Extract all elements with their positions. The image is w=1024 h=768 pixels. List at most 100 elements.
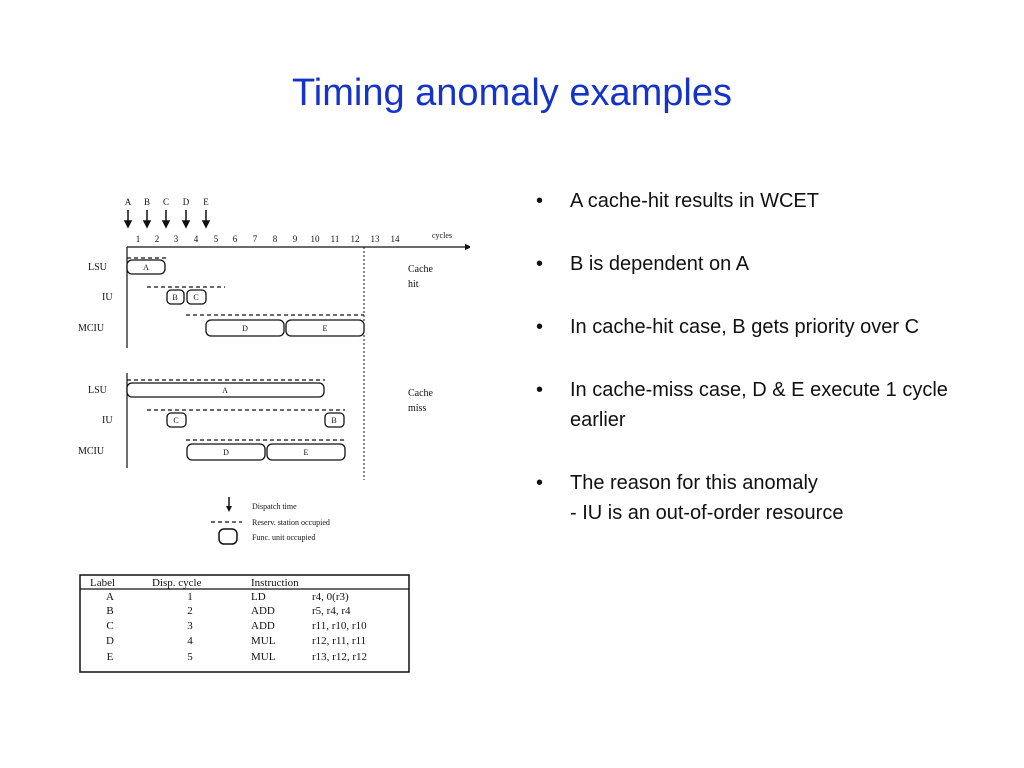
bullet-text: A cache-hit results in WCET xyxy=(570,190,819,212)
legend-dispatch-time: Dispatch time xyxy=(252,502,297,511)
bullet-dot-icon: • xyxy=(536,316,544,338)
dispatch-markers: A B C D E xyxy=(123,197,211,229)
table-header-instruction: Instruction xyxy=(251,577,299,589)
cell-opcode: LD xyxy=(251,591,266,603)
bullet-item: • The reason for this anomaly - IU is an… xyxy=(536,468,976,528)
bullet-list: • A cache-hit results in WCET • B is dep… xyxy=(536,186,976,561)
cache-miss-section: LSU IU MCIU A C B D E Cache miss xyxy=(78,379,434,461)
cell-opcode: ADD xyxy=(251,605,275,617)
table-row: C 3 ADD r11, r10, r10 xyxy=(106,620,367,632)
cache-hit-section: LSU IU MCIU A B C D E Cache hit xyxy=(78,257,434,337)
cycle-10: 10 xyxy=(311,234,321,244)
miss-mciu-box-d xyxy=(186,443,266,461)
cycle-8: 8 xyxy=(273,234,278,244)
legend-func-unit: Func. unit occupied xyxy=(252,533,315,542)
cycle-axis: 1 2 3 4 5 6 7 8 9 10 11 12 13 14 cycles xyxy=(127,231,470,250)
bullet-item: • A cache-hit results in WCET xyxy=(536,186,976,216)
hit-iu-box-b xyxy=(166,289,185,305)
bullet-text: In cache-miss case, D & E execute 1 cycl… xyxy=(570,379,948,431)
cell-operands: r13, r12, r12 xyxy=(312,651,367,663)
bullet-dot-icon: • xyxy=(536,190,544,212)
cycle-3: 3 xyxy=(174,234,179,244)
legend-reservation-station: Reserv. station occupied xyxy=(252,518,330,527)
cell-label: C xyxy=(106,620,113,632)
cycle-axis-arrow-icon xyxy=(465,244,470,250)
bullet-dot-icon: • xyxy=(536,379,544,401)
cycle-13: 13 xyxy=(371,234,381,244)
cycle-11: 11 xyxy=(331,234,340,244)
hit-mciu-box-d xyxy=(205,319,285,337)
cell-operands: r5, r4, r4 xyxy=(312,605,351,617)
hit-mciu-label-d: D xyxy=(242,324,248,333)
miss-mciu-label-d: D xyxy=(223,448,229,457)
bullet-item: • In cache-miss case, D & E execute 1 cy… xyxy=(536,375,976,435)
cell-operands: r4, 0(r3) xyxy=(312,591,349,603)
dispatch-label-d: D xyxy=(183,197,190,207)
cycles-label: cycles xyxy=(432,231,452,240)
miss-iu-box-c xyxy=(166,412,187,428)
table-header-label: Label xyxy=(90,577,115,589)
hit-row-mciu: MCIU xyxy=(78,323,105,334)
cell-label: D xyxy=(106,635,114,647)
bullet-text: B is dependent on A xyxy=(570,253,750,275)
cell-disp-cycle: 5 xyxy=(187,651,193,663)
dispatch-arrow-icons xyxy=(123,210,211,229)
miss-lsu-box-a xyxy=(126,382,325,398)
dispatch-label-c: C xyxy=(163,197,169,207)
func-unit-icon xyxy=(218,528,238,545)
cell-opcode: MUL xyxy=(251,635,276,647)
miss-iu-label-c: C xyxy=(173,416,178,425)
cell-label: A xyxy=(106,591,114,603)
diagram-legend: Dispatch time Reserv. station occupied F… xyxy=(211,497,330,545)
cache-miss-label-line1: Cache xyxy=(408,388,434,399)
cycle-1: 1 xyxy=(136,234,141,244)
cycle-7: 7 xyxy=(253,234,258,244)
miss-row-iu: IU xyxy=(102,415,113,426)
hit-iu-label-c: C xyxy=(193,293,198,302)
miss-iu-box-b xyxy=(324,412,345,428)
table-row: E 5 MUL r13, r12, r12 xyxy=(107,651,367,663)
cache-miss-label-line2: miss xyxy=(408,403,426,414)
hit-row-lsu: LSU xyxy=(88,262,108,273)
cycle-14: 14 xyxy=(391,234,401,244)
cell-opcode: MUL xyxy=(251,651,276,663)
cycle-12: 12 xyxy=(351,234,360,244)
cell-operands: r11, r10, r10 xyxy=(312,620,367,632)
dispatch-label-a: A xyxy=(125,197,132,207)
cell-disp-cycle: 3 xyxy=(187,620,193,632)
bullet-dot-icon: • xyxy=(536,472,544,494)
miss-mciu-box-e xyxy=(266,443,346,461)
dispatch-label-b: B xyxy=(144,197,150,207)
cell-disp-cycle: 4 xyxy=(187,635,193,647)
hit-mciu-label-e: E xyxy=(323,324,328,333)
cell-label: B xyxy=(106,605,113,617)
cell-disp-cycle: 2 xyxy=(187,605,193,617)
bullet-item: • In cache-hit case, B gets priority ove… xyxy=(536,312,976,342)
hit-iu-box-c xyxy=(186,289,207,305)
hit-lsu-label-a: A xyxy=(143,263,149,272)
bullet-item: • B is dependent on A xyxy=(536,249,976,279)
table-header-disp-cycle: Disp. cycle xyxy=(152,577,202,589)
cell-opcode: ADD xyxy=(251,620,275,632)
miss-row-lsu: LSU xyxy=(88,385,108,396)
timing-diagram: A B C D E 1 2 3 4 5 6 7 8 9 10 11 12 13 … xyxy=(78,197,470,673)
instruction-table: Label Disp. cycle Instruction A 1 LD r4,… xyxy=(79,574,410,673)
miss-mciu-label-e: E xyxy=(304,448,309,457)
slide-title: Timing anomaly examples xyxy=(292,72,732,114)
hit-lsu-box-a xyxy=(126,259,166,275)
hit-mciu-box-e xyxy=(285,319,365,337)
bullet-dot-icon: • xyxy=(536,253,544,275)
bullet-text: The reason for this anomaly xyxy=(570,472,818,494)
cycle-2: 2 xyxy=(155,234,160,244)
cycle-6: 6 xyxy=(233,234,238,244)
miss-iu-label-b: B xyxy=(331,416,336,425)
cell-operands: r12, r11, r11 xyxy=(312,635,366,647)
cell-label: E xyxy=(107,651,114,663)
cycle-4: 4 xyxy=(194,234,199,244)
miss-row-mciu: MCIU xyxy=(78,446,105,457)
miss-lsu-label-a: A xyxy=(222,386,228,395)
cycle-9: 9 xyxy=(293,234,298,244)
table-row: A 1 LD r4, 0(r3) xyxy=(106,591,349,603)
bullet-text: In cache-hit case, B gets priority over … xyxy=(570,316,920,338)
cache-hit-label-line2: hit xyxy=(408,279,419,290)
